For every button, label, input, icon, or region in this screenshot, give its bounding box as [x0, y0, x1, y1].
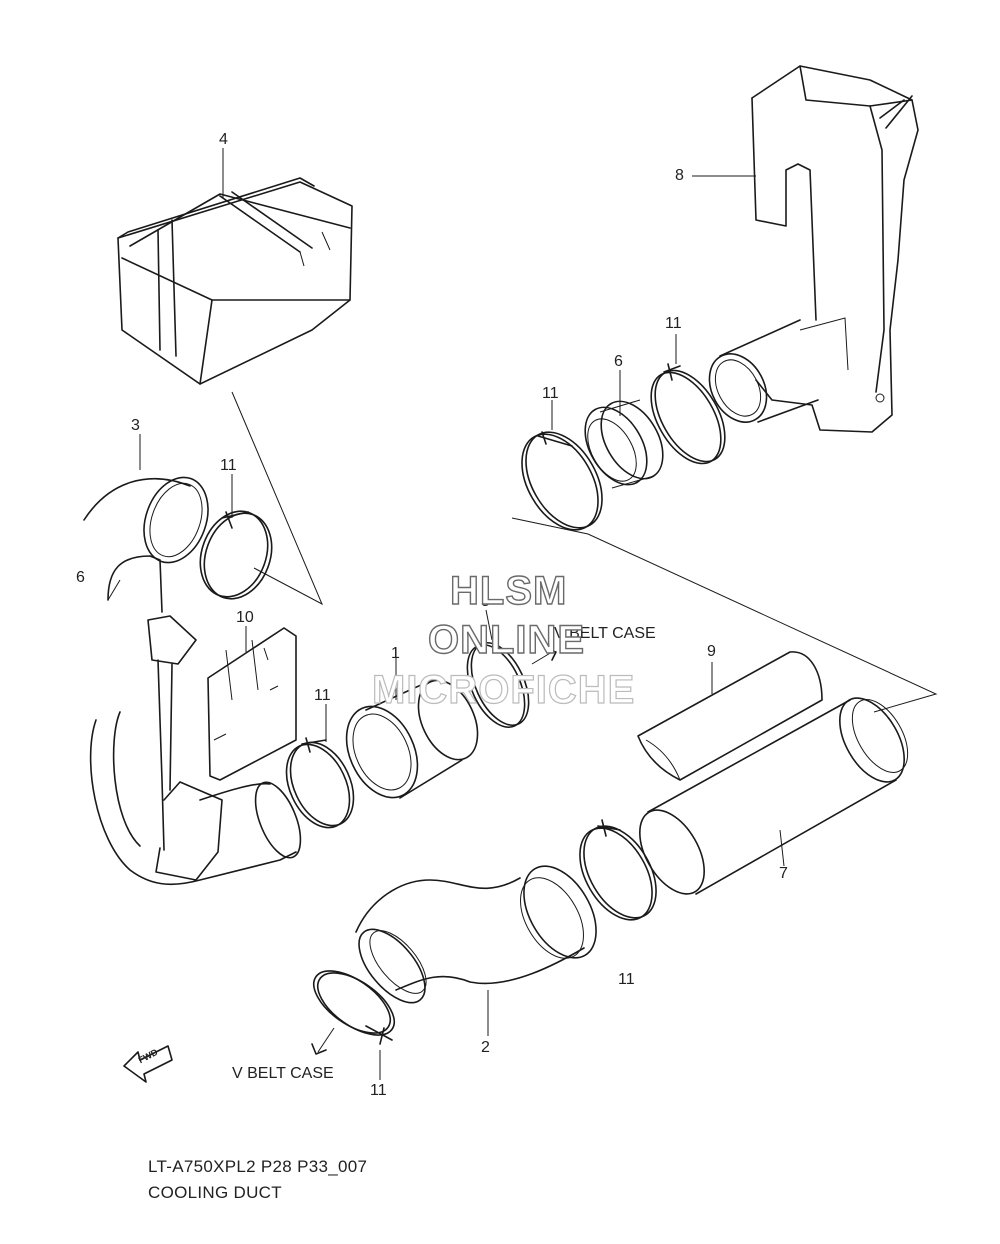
v-belt-case-label-bottom: V BELT CASE [232, 1065, 334, 1082]
part-label-6: 6 [614, 353, 623, 370]
v-belt-case-arrow-top [531, 649, 557, 665]
part-5-clamp [466, 642, 530, 728]
part-label-11: 11 [542, 385, 559, 402]
fwd-arrow-icon [123, 1045, 173, 1083]
part-label-1: 1 [391, 645, 400, 662]
diagram-code: LT-A750XPL2 P28 P33_007 [148, 1157, 368, 1176]
part-label-11: 11 [370, 1082, 387, 1099]
part-label-11: 11 [618, 971, 635, 988]
leader-lines [107, 148, 785, 1080]
part-2-s-duct [355, 865, 597, 1004]
v-belt-case-label-top: V BELT CASE [554, 625, 656, 642]
part-label-11: 11 [220, 457, 237, 474]
clamp-11-bottom [313, 970, 395, 1045]
part-6-sleeve-upper [584, 399, 664, 489]
assembly-lines [231, 391, 938, 713]
part-7-tube [639, 697, 909, 895]
part-4-cover [117, 177, 353, 385]
watermark-line3: MICROFICHE [371, 668, 636, 712]
part-9-shield [637, 651, 823, 781]
part-label-4: 4 [219, 131, 228, 148]
part-label-9: 9 [707, 643, 716, 660]
clamp-11-upper-left [521, 431, 603, 531]
diagram-title: COOLING DUCT [148, 1183, 282, 1202]
part-label-7: 7 [779, 865, 788, 882]
watermark-line1: HLSM [449, 569, 568, 613]
part-label-3: 3 [131, 417, 140, 434]
watermark-line2: ONLINE [427, 618, 586, 662]
clamp-11-upper-right [650, 363, 726, 465]
clamp-11-left [199, 510, 273, 600]
part-8-upper-duct [708, 65, 919, 433]
part-label-11: 11 [314, 687, 331, 704]
part-label-5: 5 [481, 593, 490, 610]
clamp-11-lower-right [579, 819, 657, 921]
part-label-2: 2 [481, 1039, 490, 1056]
part-3-intake-elbow [83, 476, 302, 886]
part-label-10: 10 [236, 609, 254, 626]
part-label-6: 6 [76, 569, 85, 586]
v-belt-case-arrow-bottom [311, 1027, 335, 1055]
part-1-coupling [345, 679, 479, 799]
part-10-plate [207, 627, 297, 781]
clamp-11-middle [285, 737, 355, 829]
part-label-11: 11 [665, 315, 682, 332]
part-label-8: 8 [675, 167, 684, 184]
